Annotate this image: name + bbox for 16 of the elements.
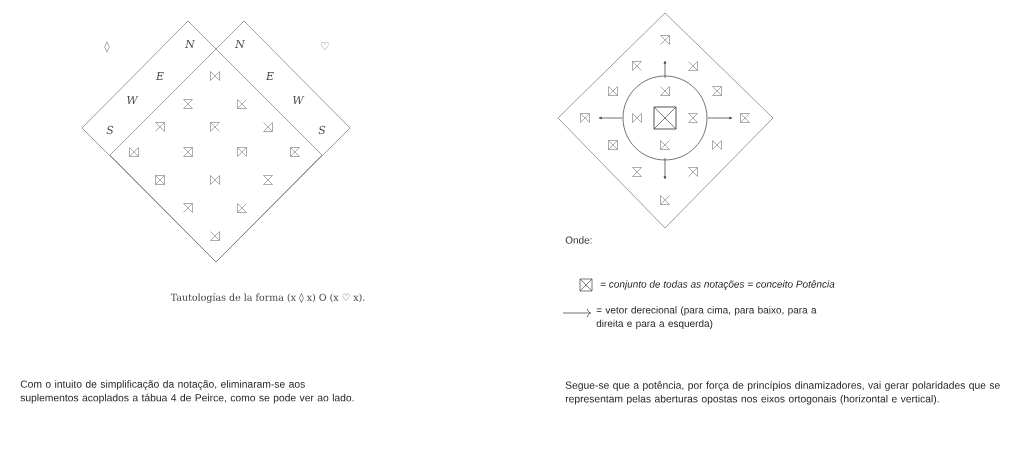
- region-letter: N: [185, 39, 196, 49]
- caption: Tautologías de la forma (x ◊ x) O (x ♡ x).: [170, 293, 365, 303]
- paragraph: Com o intuito de simplificação da notação, eliminaram-se aos suplementos acoplados a tábua 4 de Peirce, como se pode ver ao lado.: [20, 380, 354, 404]
- paragraph: Segue-se que a potência, por força de princípios dinamizadores, vai gerar polaridades que se representam pelas aberturas opostas nos eixos ortogonais (horizontal e vertical).: [565, 381, 1000, 405]
- legend-text: = vetor derecional (para cima, para baixo, para a direita e para a esquerda): [596, 306, 817, 329]
- region-letter: S: [106, 125, 114, 135]
- region-letter: E: [155, 72, 164, 80]
- region-letter: W: [127, 96, 139, 104]
- region-letter: N: [235, 39, 246, 49]
- operator-symbol: ♡: [321, 42, 329, 50]
- region-letter: S: [318, 125, 326, 135]
- heading-text: Onde:: [565, 236, 592, 244]
- operator-symbol: ◊: [104, 41, 110, 53]
- legend-text: = conjunto de todas as notações = conceito Potência: [600, 280, 835, 290]
- region-letter: E: [265, 72, 274, 80]
- region-letter: W: [293, 96, 305, 104]
